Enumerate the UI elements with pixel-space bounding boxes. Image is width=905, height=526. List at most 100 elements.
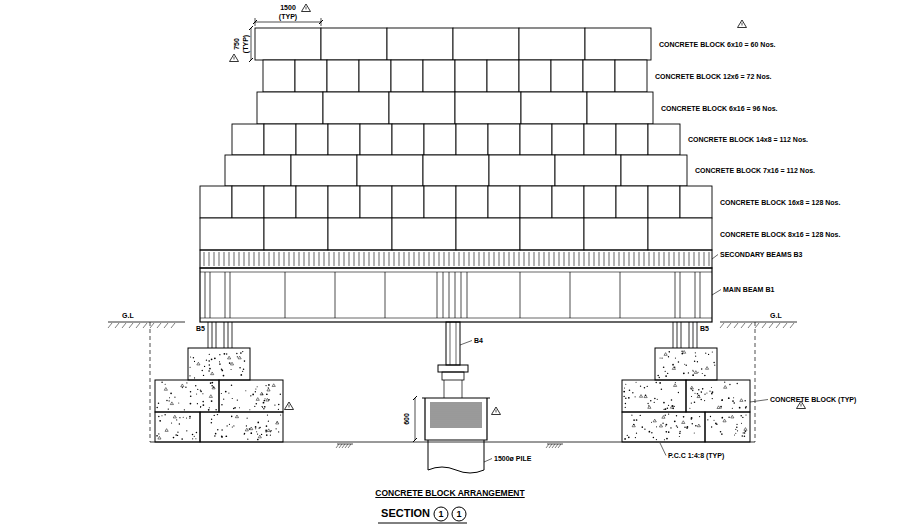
concrete-speckle xyxy=(679,436,680,437)
concrete-speckle xyxy=(203,404,205,406)
beam-stiffener xyxy=(570,272,571,318)
concrete-speckle xyxy=(668,431,670,433)
secondary-beam-web xyxy=(639,252,640,266)
concrete-speckle xyxy=(721,417,723,419)
aggregate-mark xyxy=(740,399,743,402)
concrete-speckle xyxy=(625,407,626,408)
beam-flange xyxy=(200,318,712,319)
concrete-speckle xyxy=(722,399,723,400)
ground-line xyxy=(108,322,185,323)
stacked-concrete-block xyxy=(295,60,327,92)
concrete-speckle xyxy=(640,386,641,387)
concrete-speckle xyxy=(659,377,660,378)
concrete-speckle xyxy=(190,391,191,392)
concrete-speckle xyxy=(270,435,271,436)
concrete-speckle xyxy=(214,357,216,359)
stacked-concrete-block xyxy=(585,28,651,60)
b5-post xyxy=(697,322,698,348)
concrete-speckle xyxy=(694,432,695,433)
concrete-speckle xyxy=(247,418,248,419)
concrete-speckle xyxy=(712,398,713,399)
concrete-speckle xyxy=(649,431,651,433)
stacked-concrete-block xyxy=(296,124,328,155)
concrete-speckle xyxy=(256,431,257,432)
concrete-speckle xyxy=(676,425,677,426)
secondary-beam-web xyxy=(434,252,435,266)
secondary-beam-web xyxy=(449,252,450,266)
concrete-speckle xyxy=(244,360,246,362)
aggregate-mark xyxy=(664,353,667,356)
secondary-beam-web xyxy=(234,252,235,266)
secondary-beam-web xyxy=(699,252,700,266)
stacked-concrete-block xyxy=(555,155,621,186)
concrete-speckle xyxy=(264,398,265,399)
concrete-speckle xyxy=(677,427,678,428)
secondary-beam-web xyxy=(529,252,530,266)
concrete-speckle xyxy=(745,430,747,432)
revision-triangle xyxy=(492,407,501,415)
concrete-speckle xyxy=(278,431,279,432)
concrete-speckle xyxy=(186,382,187,383)
beam-stiffener xyxy=(700,272,701,318)
secondary-beam-web xyxy=(399,252,400,266)
concrete-speckle xyxy=(265,385,266,386)
concrete-speckle xyxy=(661,357,662,358)
concrete-speckle xyxy=(624,388,625,389)
concrete-speckle xyxy=(215,409,217,411)
secondary-beam-web xyxy=(669,252,670,266)
dimension-tick xyxy=(249,58,253,62)
stacked-concrete-block xyxy=(587,92,653,124)
stacked-concrete-block xyxy=(423,60,455,92)
concrete-speckle xyxy=(683,372,685,374)
secondary-beam-web xyxy=(609,252,610,266)
concrete-speckle xyxy=(644,428,645,429)
secondary-beam-web xyxy=(414,252,415,266)
concrete-speckle xyxy=(195,438,196,439)
pcc-line xyxy=(150,442,755,443)
concrete-speckle xyxy=(209,368,211,370)
concrete-speckle xyxy=(211,382,213,384)
excavation-line xyxy=(150,322,151,442)
concrete-speckle xyxy=(692,423,693,424)
part-label: CONCRETE BLOCK (TYP) xyxy=(770,396,856,403)
secondary-beam-web xyxy=(554,252,555,266)
aggregate-mark xyxy=(653,419,656,422)
aggregate-mark xyxy=(731,415,734,418)
ground-hatch xyxy=(762,323,766,328)
section-marker xyxy=(452,507,466,521)
concrete-speckle xyxy=(175,434,177,436)
secondary-beam-web xyxy=(319,252,320,266)
stacked-concrete-block xyxy=(648,124,680,155)
concrete-speckle xyxy=(280,414,281,415)
concrete-speckle xyxy=(695,352,696,353)
concrete-speckle xyxy=(740,415,741,416)
stacked-concrete-block xyxy=(200,218,264,250)
concrete-speckle xyxy=(177,432,178,433)
concrete-speckle xyxy=(265,429,267,431)
concrete-speckle xyxy=(666,424,668,426)
concrete-speckle xyxy=(665,408,667,410)
concrete-speckle xyxy=(189,416,191,418)
concrete-speckle xyxy=(256,403,258,405)
stacked-concrete-block xyxy=(519,28,585,60)
concrete-speckle xyxy=(161,382,162,383)
concrete-speckle xyxy=(208,360,210,362)
stacked-concrete-block xyxy=(423,155,489,186)
concrete-speckle xyxy=(711,393,713,395)
concrete-speckle xyxy=(196,393,197,394)
concrete-speckle xyxy=(653,437,655,439)
aggregate-mark xyxy=(266,398,269,401)
secondary-beams xyxy=(200,250,712,268)
pile-cap-hatch xyxy=(430,415,482,416)
secondary-beam-web xyxy=(279,252,280,266)
dimension-label: (TYP) xyxy=(242,35,249,53)
secondary-beam-web xyxy=(574,252,575,266)
concrete-speckle xyxy=(664,439,665,440)
stacked-concrete-block xyxy=(321,28,387,60)
concrete-speckle xyxy=(247,439,248,440)
aggregate-mark xyxy=(165,429,168,432)
concrete-speckle xyxy=(200,407,201,408)
stacked-concrete-block xyxy=(360,124,392,155)
concrete-speckle xyxy=(208,409,210,411)
concrete-block xyxy=(200,412,283,442)
